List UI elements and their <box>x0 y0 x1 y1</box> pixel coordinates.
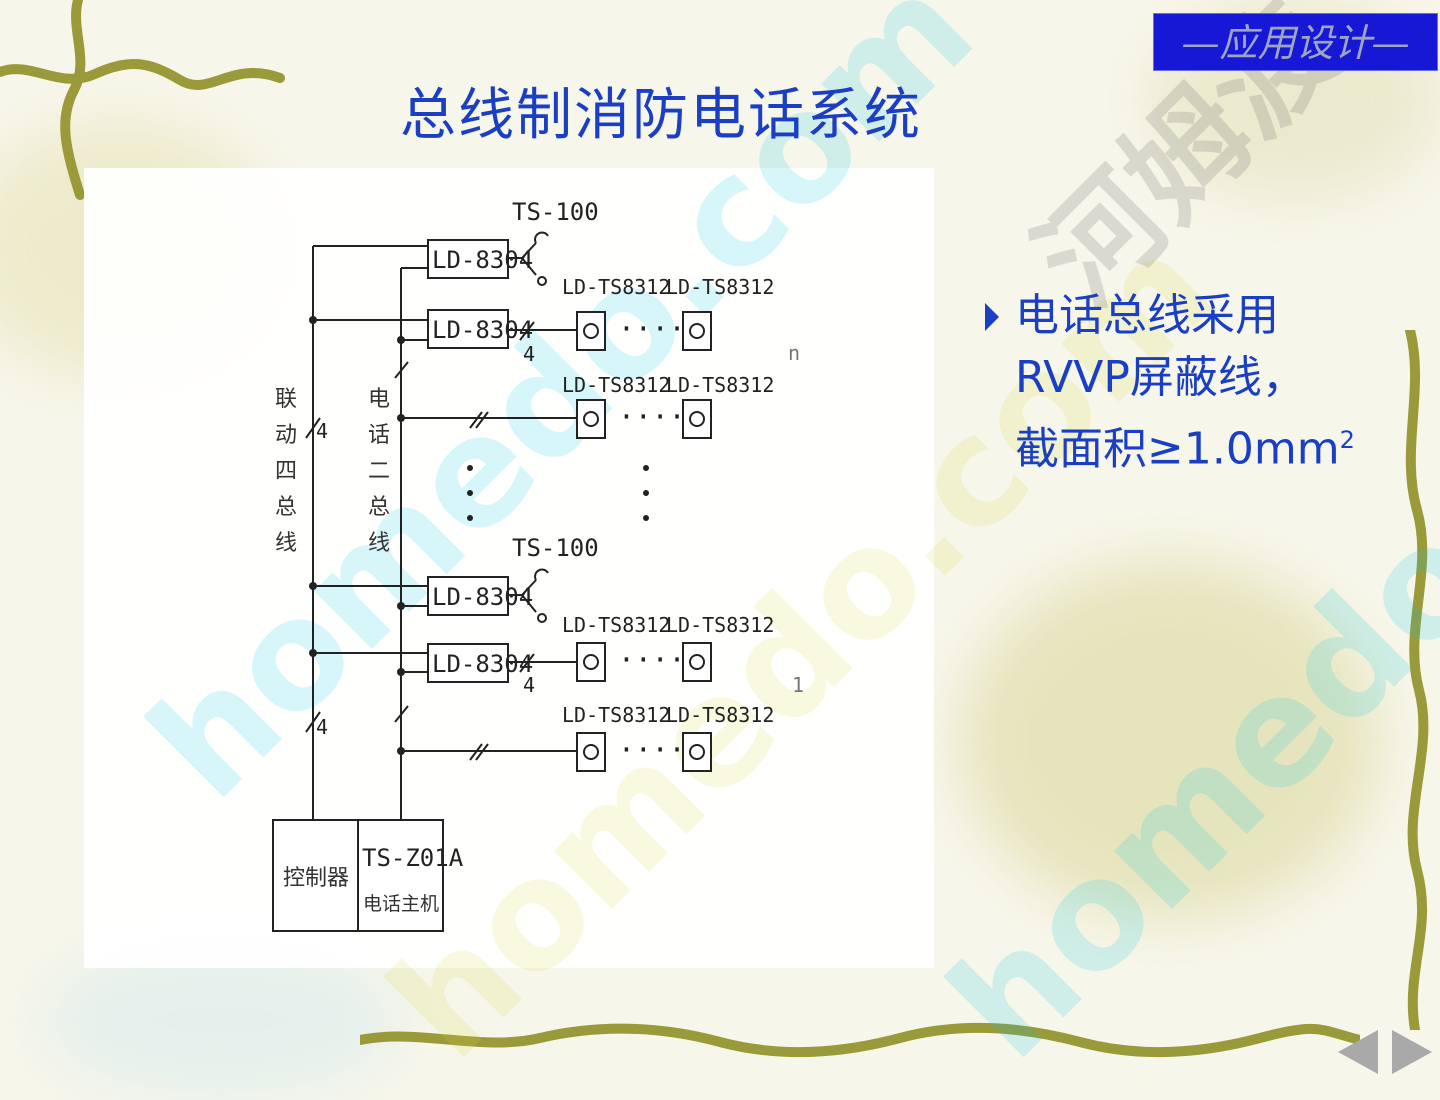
dots-row: ···· <box>618 643 685 676</box>
bullet-point: 电话总线采用 RVVP屏蔽线， 截面积≥1.0mm2 <box>985 285 1405 481</box>
background-blob <box>960 560 1380 920</box>
prev-arrow-icon[interactable] <box>1338 1030 1378 1074</box>
group-index-label: 1 <box>792 673 804 697</box>
phone-jack-label: LD-TS8312 <box>562 373 670 397</box>
right-vine-decoration <box>1405 330 1429 1030</box>
right-bus-label-char: 线 <box>368 531 390 556</box>
left-bus-count-label: 4 <box>316 715 328 739</box>
left-bus-label-char: 联 <box>275 387 297 412</box>
handset-label: TS-100 <box>512 534 599 562</box>
phone-jack-label: LD-TS8312 <box>666 613 774 637</box>
right-bus-label-char: 电 <box>368 387 390 412</box>
phone-jack-label: LD-TS8312 <box>666 373 774 397</box>
module-label: LD-8304 <box>432 316 533 344</box>
phone-jack-label: LD-TS8312 <box>562 703 670 727</box>
diagram-panel <box>84 168 934 968</box>
superscript: 2 <box>1339 426 1355 454</box>
controller-label: 控制器 <box>283 866 349 891</box>
left-bus-label-char: 线 <box>275 531 297 556</box>
right-bus-label-char: 二 <box>368 459 390 484</box>
right-bus-label-char: 话 <box>368 423 390 448</box>
wire-count-label: 4 <box>523 673 535 697</box>
top-left-vine-decoration <box>0 0 285 200</box>
section-badge: —应用设计— <box>1153 13 1438 71</box>
host-name-label: 电话主机 <box>363 893 439 915</box>
bullet-line: RVVP屏蔽线， <box>1015 352 1306 403</box>
dots-row: ···· <box>618 733 685 766</box>
dots-row: ···· <box>618 312 685 345</box>
left-bus-label-char: 四 <box>275 459 297 484</box>
phone-jack-label: LD-TS8312 <box>666 703 774 727</box>
bullet-line-text: 截面积≥1.0mm <box>1015 423 1340 475</box>
phone-jack-label: LD-TS8312 <box>666 275 774 299</box>
page-title: 总线制消防电话系统 <box>400 83 922 148</box>
bullet-line: 电话总线采用 <box>1015 290 1279 341</box>
group-index-label: n <box>788 341 800 365</box>
next-arrow-icon[interactable] <box>1392 1030 1432 1074</box>
left-bus-label-char: 总 <box>275 495 297 520</box>
left-bus-label-char: 动 <box>275 423 297 448</box>
bullet-triangle-icon <box>985 303 999 331</box>
left-bus-count-label: 4 <box>316 419 328 443</box>
host-model-label: TS-Z01A <box>362 844 464 872</box>
module-label: LD-8304 <box>432 583 533 611</box>
handset-label: TS-100 <box>512 198 599 226</box>
wire-count-label: 4 <box>523 342 535 366</box>
module-label: LD-8304 <box>432 246 533 274</box>
phone-jack-label: LD-TS8312 <box>562 613 670 637</box>
dots-row: ···· <box>618 400 685 433</box>
right-bus-label-char: 总 <box>368 495 390 520</box>
bottom-vine-decoration <box>360 1022 1360 1058</box>
module-label: LD-8304 <box>432 650 533 678</box>
bullet-line: 截面积≥1.0mm2 <box>1015 409 1405 481</box>
phone-jack-label: LD-TS8312 <box>562 275 670 299</box>
